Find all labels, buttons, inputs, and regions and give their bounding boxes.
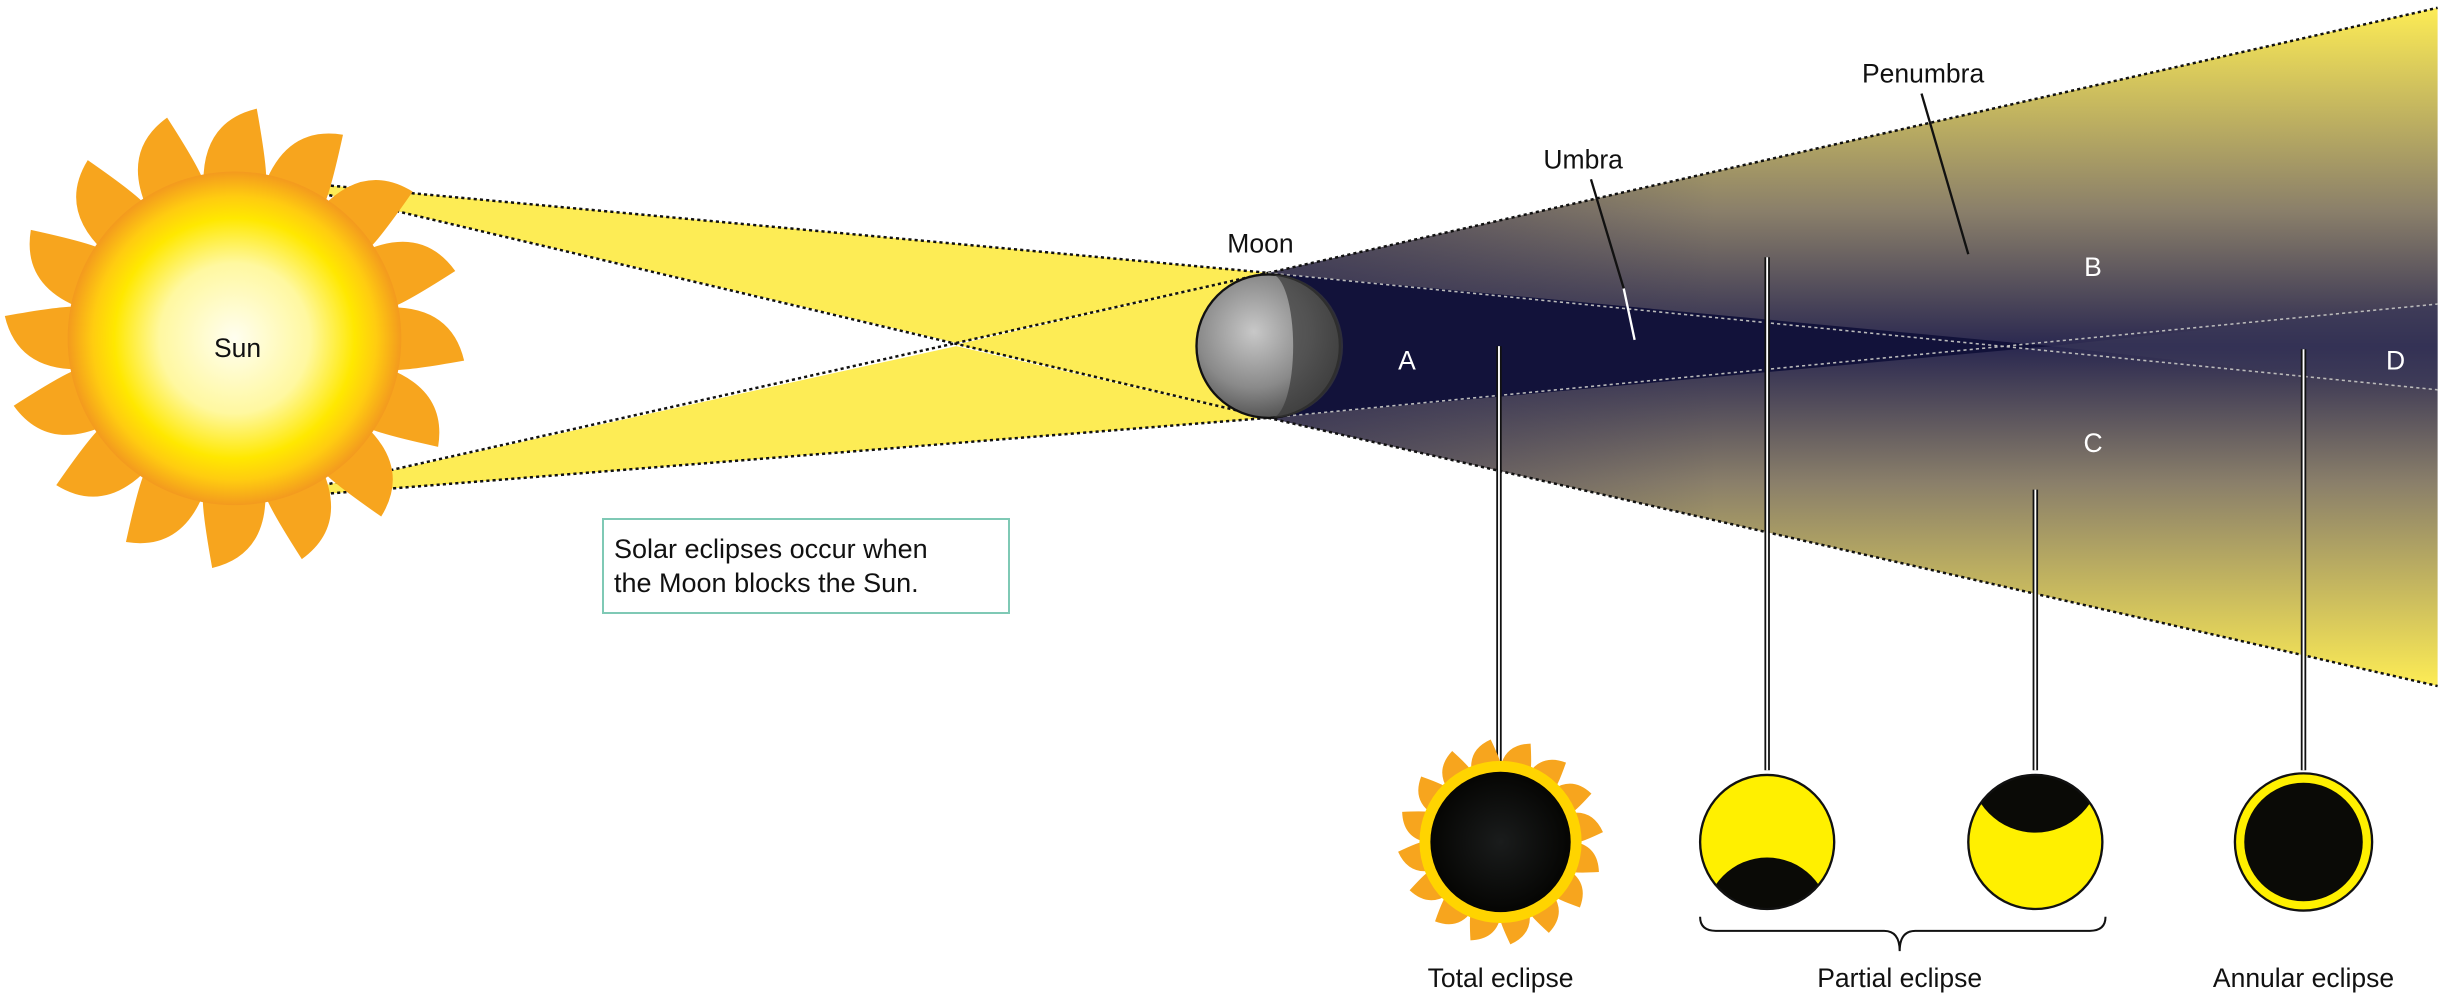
partial-eclipse-label: Partial eclipse	[1817, 963, 1982, 993]
umbra-pointer-inner	[1622, 288, 1636, 341]
observer-lines	[1496, 257, 2307, 771]
sun-label: Sun	[214, 333, 261, 363]
note-line-1: Solar eclipses occur when	[614, 534, 928, 564]
sunlight-cone-upper	[262, 179, 1269, 344]
region-a-label: A	[1398, 346, 1416, 376]
penumbra-label: Penumbra	[1862, 59, 1985, 89]
partial-eclipse-icon-lower	[1698, 773, 1836, 911]
sun-ray-lines	[262, 6, 2438, 688]
annular-eclipse-icon	[2233, 772, 2374, 912]
antumbra-region	[2050, 304, 2438, 390]
total-eclipse-label: Total eclipse	[1428, 963, 1574, 993]
moon-dark-side	[1271, 274, 1344, 418]
umbra-lines	[1268, 272, 2438, 419]
umbra-label: Umbra	[1543, 144, 1623, 174]
region-d-label: D	[2386, 346, 2405, 376]
note-line-2: the Moon blocks the Sun.	[614, 568, 919, 598]
sunlight-cone-cross	[956, 272, 1269, 418]
moon-label: Moon	[1227, 229, 1293, 259]
explanation-note: Solar eclipses occur when the Moon block…	[602, 518, 1010, 614]
partial-eclipse-icon-upper	[1967, 773, 2104, 911]
penumbra-pointer	[1920, 93, 1970, 255]
total-eclipse-icon	[1398, 739, 1603, 945]
sun-body	[67, 171, 402, 506]
region-b-label: B	[2084, 252, 2102, 282]
partial-eclipse-brace	[1699, 916, 2107, 952]
umbra-region	[1268, 272, 2051, 418]
region-c-label: C	[2083, 428, 2102, 458]
sunlight-cone-lower	[262, 346, 1269, 499]
annular-eclipse-label: Annular eclipse	[2213, 963, 2394, 993]
umbra-pointer	[1589, 178, 1625, 289]
